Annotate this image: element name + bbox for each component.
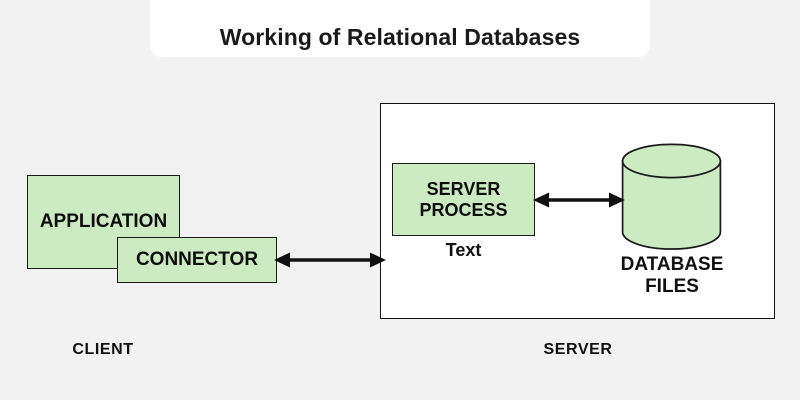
server-group-label: SERVER <box>543 341 613 358</box>
server-process-box[interactable]: SERVER PROCESS <box>392 163 535 236</box>
database-files-label: DATABASE FILES <box>620 254 724 298</box>
client-server-arrow-icon <box>274 252 386 268</box>
application-box[interactable]: APPLICATION <box>27 175 180 269</box>
client-group-label: CLIENT <box>72 341 134 358</box>
database-cylinder-icon[interactable] <box>621 143 722 250</box>
connector-box[interactable]: CONNECTOR <box>117 237 277 283</box>
text-label: Text <box>445 240 482 260</box>
page-title: Working of Relational Databases <box>219 24 581 50</box>
title-banner: Working of Relational Databases <box>150 0 650 57</box>
process-database-arrow-icon <box>533 192 625 208</box>
